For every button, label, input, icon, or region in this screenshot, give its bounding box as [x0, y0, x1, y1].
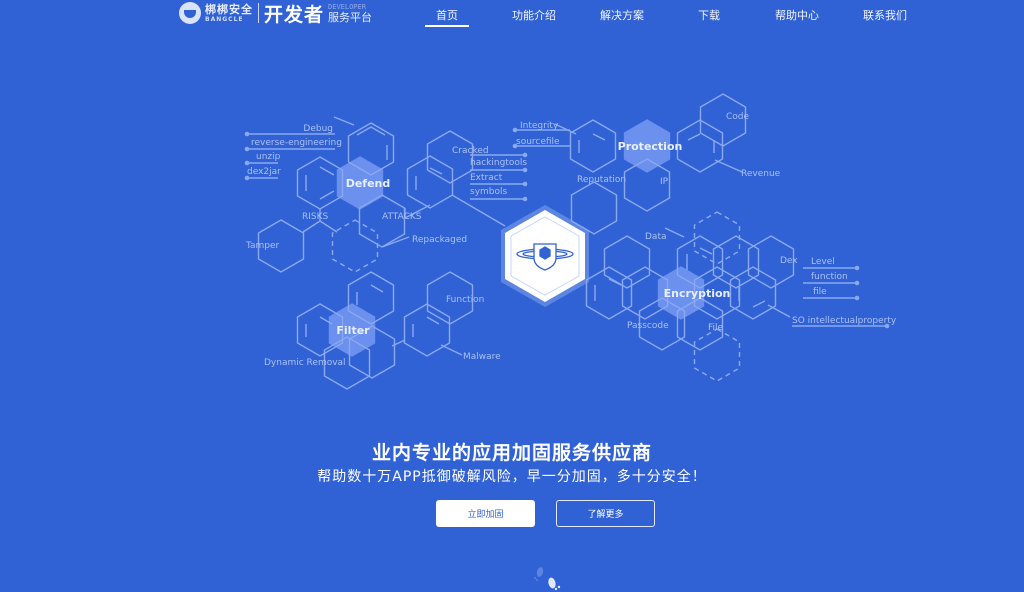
diagram-label: Repackaged	[412, 235, 467, 245]
diagram-label: Dynamic Removal	[264, 358, 346, 368]
header: 梆梆安全 BANGCLE 开发者 DEVELOPER 服务平台 首页 功能介绍 …	[0, 0, 1024, 30]
diagram-label: sourcefile	[516, 137, 560, 147]
diagram-label: Debug	[303, 124, 333, 134]
filter-cluster	[296, 271, 474, 390]
encryption-cluster	[585, 211, 890, 382]
security-hexagon-diagram: Defend Protection Encryption Filter Debu…	[244, 93, 897, 390]
shield-cube-orbit-icon	[516, 243, 574, 271]
diagram-label: Data	[645, 232, 667, 242]
diagram-label: Function	[446, 295, 484, 305]
diagram-label: Level	[811, 257, 835, 267]
hero-subline: 帮助数十万APP抵御破解风险，早一分加固，多十分安全！	[317, 469, 707, 485]
logo[interactable]: 梆梆安全 BANGCLE 开发者 DEVELOPER 服务平台	[179, 0, 372, 26]
hero-headline: 业内专业的应用加固服务供应商	[371, 442, 652, 464]
diagram-label: Cracked	[452, 146, 489, 156]
nav-item-contact-us[interactable]: 联系我们	[863, 9, 907, 22]
diagram-label: File	[708, 323, 724, 333]
nav-item-download[interactable]: 下载	[698, 9, 720, 22]
diagram-label: Integrity	[520, 121, 559, 131]
nav-item-features[interactable]: 功能介绍	[512, 9, 556, 22]
diagram-label: function	[811, 272, 848, 282]
diagram-label: file	[813, 287, 827, 297]
diagram-label: dex2jar	[247, 167, 281, 177]
defend-list-lines	[244, 131, 335, 181]
protection-cluster	[512, 93, 747, 235]
logo-brand-en: BANGCLE	[205, 15, 244, 23]
diagram-label: hackingtools	[470, 158, 527, 168]
logo-title: 开发者	[264, 3, 325, 26]
footprints-icon[interactable]	[528, 562, 568, 592]
diagram-label: IP	[660, 177, 669, 187]
center-shield-hexagon	[501, 205, 589, 307]
diagram-label: Malware	[463, 352, 501, 362]
diagram-label: Revenue	[741, 169, 781, 179]
nav-item-help-center[interactable]: 帮助中心	[775, 9, 819, 22]
logo-divider	[258, 3, 259, 23]
logo-subtitle-cn: 服务平台	[328, 10, 373, 24]
diagram-label: SO intellectualproperty	[792, 316, 897, 326]
cracked-cluster	[406, 130, 528, 227]
diagram-label: symbols	[470, 187, 508, 197]
diagram-label: Tamper	[245, 241, 280, 251]
bangcle-logo-icon	[179, 2, 201, 24]
protect-now-button[interactable]: 立即加固	[436, 500, 535, 527]
diagram-label: Extract	[470, 173, 503, 183]
nav-item-home[interactable]: 首页	[436, 9, 458, 22]
defend-cluster	[257, 116, 431, 273]
diagram-label: Dex	[780, 256, 798, 266]
diagram-label: unzip	[256, 152, 281, 162]
diagram-label: Code	[726, 112, 750, 122]
encryption-label: Encryption	[664, 287, 731, 300]
protection-label: Protection	[618, 140, 683, 153]
defend-label: Defend	[346, 177, 391, 190]
nav-item-solutions[interactable]: 解决方案	[600, 9, 644, 22]
learn-more-button[interactable]: 了解更多	[556, 500, 655, 527]
diagram-label: RISKS	[302, 212, 329, 222]
diagram-label: reverse-engineering	[251, 138, 342, 148]
logo-subtitle-en: DEVELOPER	[328, 2, 366, 11]
logo-subtitle: DEVELOPER 服务平台	[328, 2, 373, 24]
filter-label: Filter	[336, 324, 370, 337]
diagram-label: ATTACKS	[382, 212, 422, 222]
logo-brand: 梆梆安全 BANGCLE	[205, 4, 253, 23]
diagram-label: Reputation	[577, 175, 626, 185]
diagram-label: Passcode	[627, 321, 669, 331]
logo-brand-cn: 梆梆安全	[205, 2, 253, 16]
